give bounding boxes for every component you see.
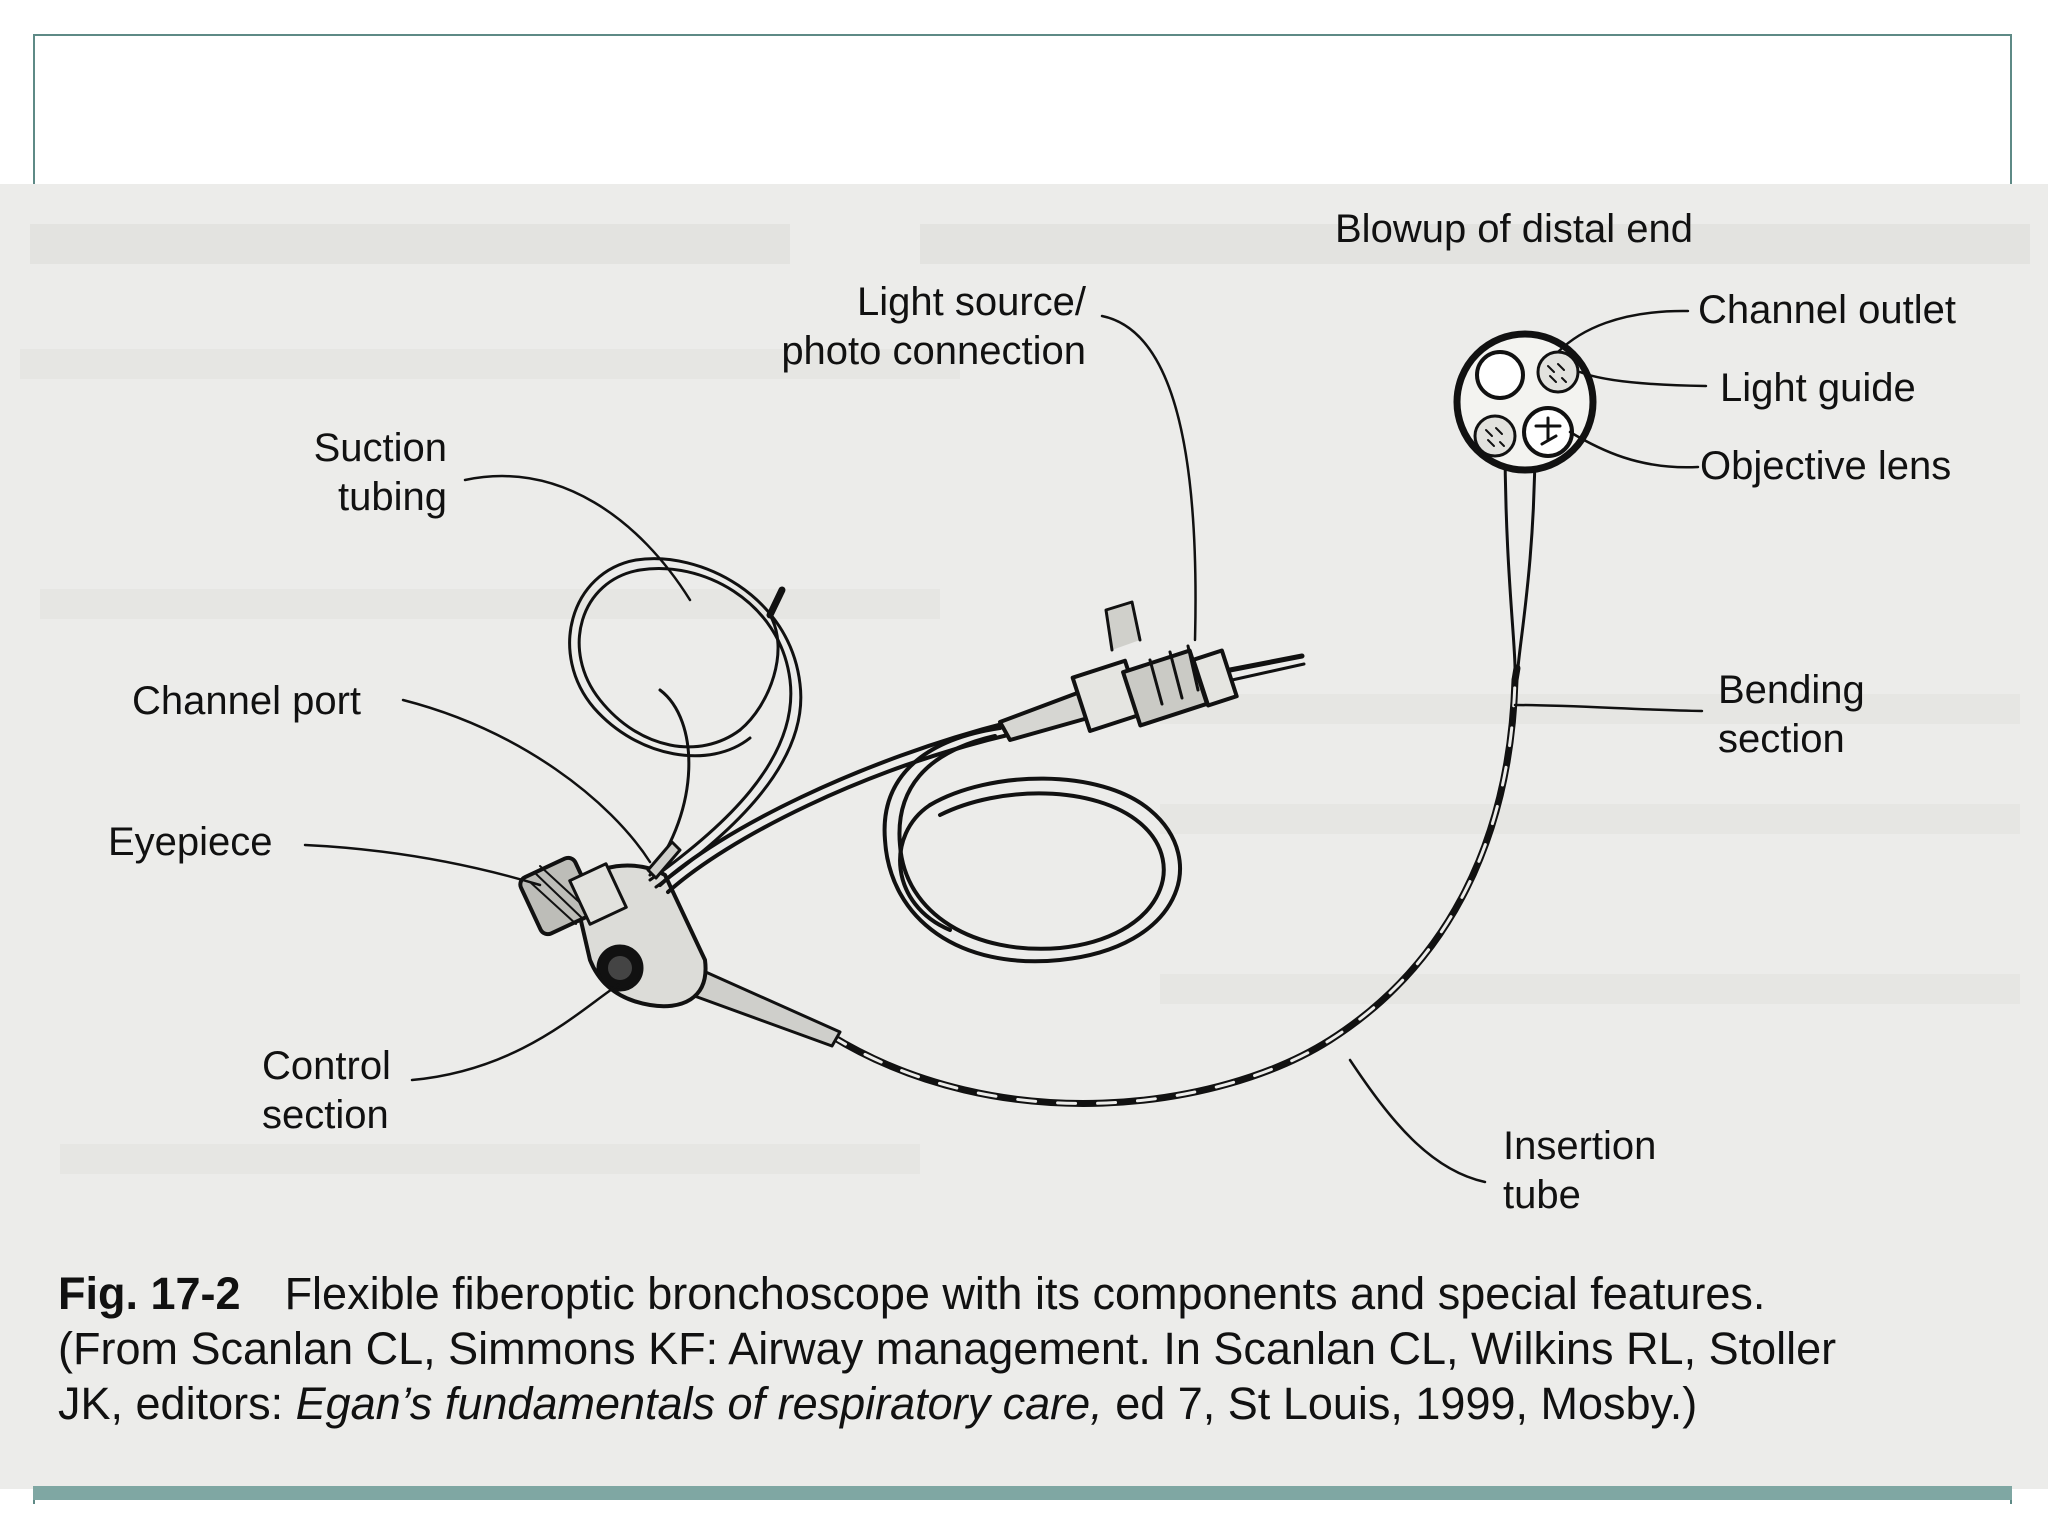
bleed-through-texture (60, 1144, 920, 1174)
light-guide-cable (658, 720, 1182, 964)
label-suction-line1: Suction (313, 426, 447, 470)
light-source-connector (998, 600, 1306, 742)
label-bending-section: Bending section (1718, 666, 1865, 764)
label-insertion-line1: Insertion (1503, 1124, 1657, 1168)
label-channel-port: Channel port (132, 679, 362, 723)
label-light-source: Light source/ photo connection (700, 278, 1086, 376)
caption-line3-prefix: JK, editors: (58, 1378, 296, 1429)
caption-line3-suffix: ed 7, St Louis, 1999, Mosby.) (1102, 1378, 1698, 1429)
label-objective-lens: Objective lens (1700, 444, 1952, 488)
bleed-through-texture (1160, 694, 2020, 724)
label-blowup-distal-end: Blowup of distal end (1335, 207, 1694, 251)
label-control-section: Control section (262, 1042, 391, 1140)
caption-line1: Fig. 17-2 Flexible fiberoptic bronchoscop… (58, 1266, 2028, 1321)
caption-citation-line: (From Scanlan CL, Simmons KF: Airway man… (58, 1323, 1837, 1374)
label-eyepiece: Eyepiece (108, 820, 273, 864)
label-suction-line2: tubing (338, 475, 447, 519)
bleed-through-texture (1160, 974, 2020, 1004)
bleed-through-texture (30, 224, 790, 264)
figure-number: Fig. 17-2 (58, 1268, 241, 1319)
eyepiece (518, 855, 628, 937)
leader-lines (303, 309, 1708, 1184)
label-control-line2: section (262, 1093, 389, 1137)
label-channel-outlet: Channel outlet (1698, 288, 1956, 332)
scanned-figure (0, 184, 2048, 1489)
label-light-source-line2: photo connection (781, 329, 1086, 373)
label-light-guide: Light guide (1720, 366, 1916, 410)
insertion-tube (826, 664, 1521, 1107)
caption-book-title: Egan’s fundamentals of respiratory care, (295, 1378, 1103, 1429)
channel-port (646, 840, 682, 880)
bleed-through-texture (1160, 804, 2020, 834)
label-suction-tubing: Suction tubing (200, 424, 447, 522)
bleed-through-texture (920, 224, 2030, 264)
label-light-source-line1: Light source/ (856, 280, 1086, 324)
bleed-through-texture (40, 589, 940, 619)
label-bending-line2: section (1718, 717, 1845, 761)
label-bending-line1: Bending (1718, 668, 1865, 712)
label-insertion-tube: Insertion tube (1503, 1122, 1656, 1220)
suction-tubing (568, 557, 803, 889)
footer-accent-bar (33, 1486, 2012, 1500)
bleed-through-texture (20, 349, 960, 379)
label-control-line1: Control (262, 1044, 391, 1088)
caption-line3: JK, editors: Egan’s fundamentals of resp… (58, 1376, 2028, 1431)
caption-text: Flexible fiberoptic bronchoscope with it… (284, 1268, 1766, 1319)
figure-caption: Fig. 17-2 Flexible fiberoptic bronchoscop… (58, 1266, 2028, 1431)
label-insertion-line2: tube (1503, 1173, 1581, 1217)
distal-end-blowup (1453, 330, 1597, 670)
